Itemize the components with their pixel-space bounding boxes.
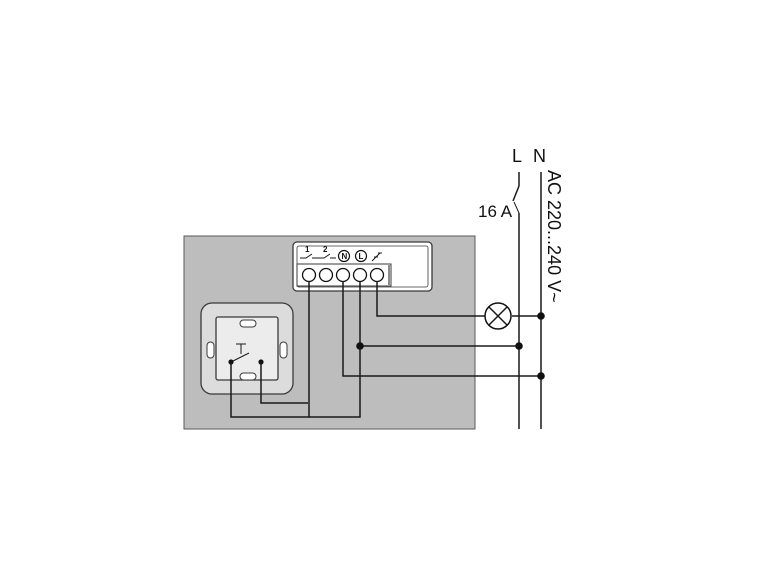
push-button-insert: [200, 302, 294, 395]
interface-module: 1 2 N L: [292, 241, 433, 292]
output-symbol: [371, 252, 382, 262]
terminal-l-badge: [354, 249, 368, 263]
line-label: L: [512, 146, 522, 166]
terminal-2: [318, 267, 334, 283]
terminal-l: [352, 267, 368, 283]
voltage-label: AC 220...240 V~: [544, 170, 564, 303]
wiring: [230, 172, 545, 429]
terminal-1-label: 1: [305, 245, 310, 254]
terminal-2-label: 2: [323, 245, 328, 254]
neutral-label: N: [533, 146, 546, 166]
fuse-label: 16 A: [478, 202, 513, 221]
terminal-1: [301, 267, 317, 283]
lamp-icon: [484, 302, 512, 330]
terminal-l-label: L: [359, 252, 364, 261]
terminal-out: [369, 267, 385, 283]
terminal-n-label: N: [342, 252, 348, 261]
terminal-n-badge: [337, 249, 351, 263]
terminal-n: [335, 267, 351, 283]
